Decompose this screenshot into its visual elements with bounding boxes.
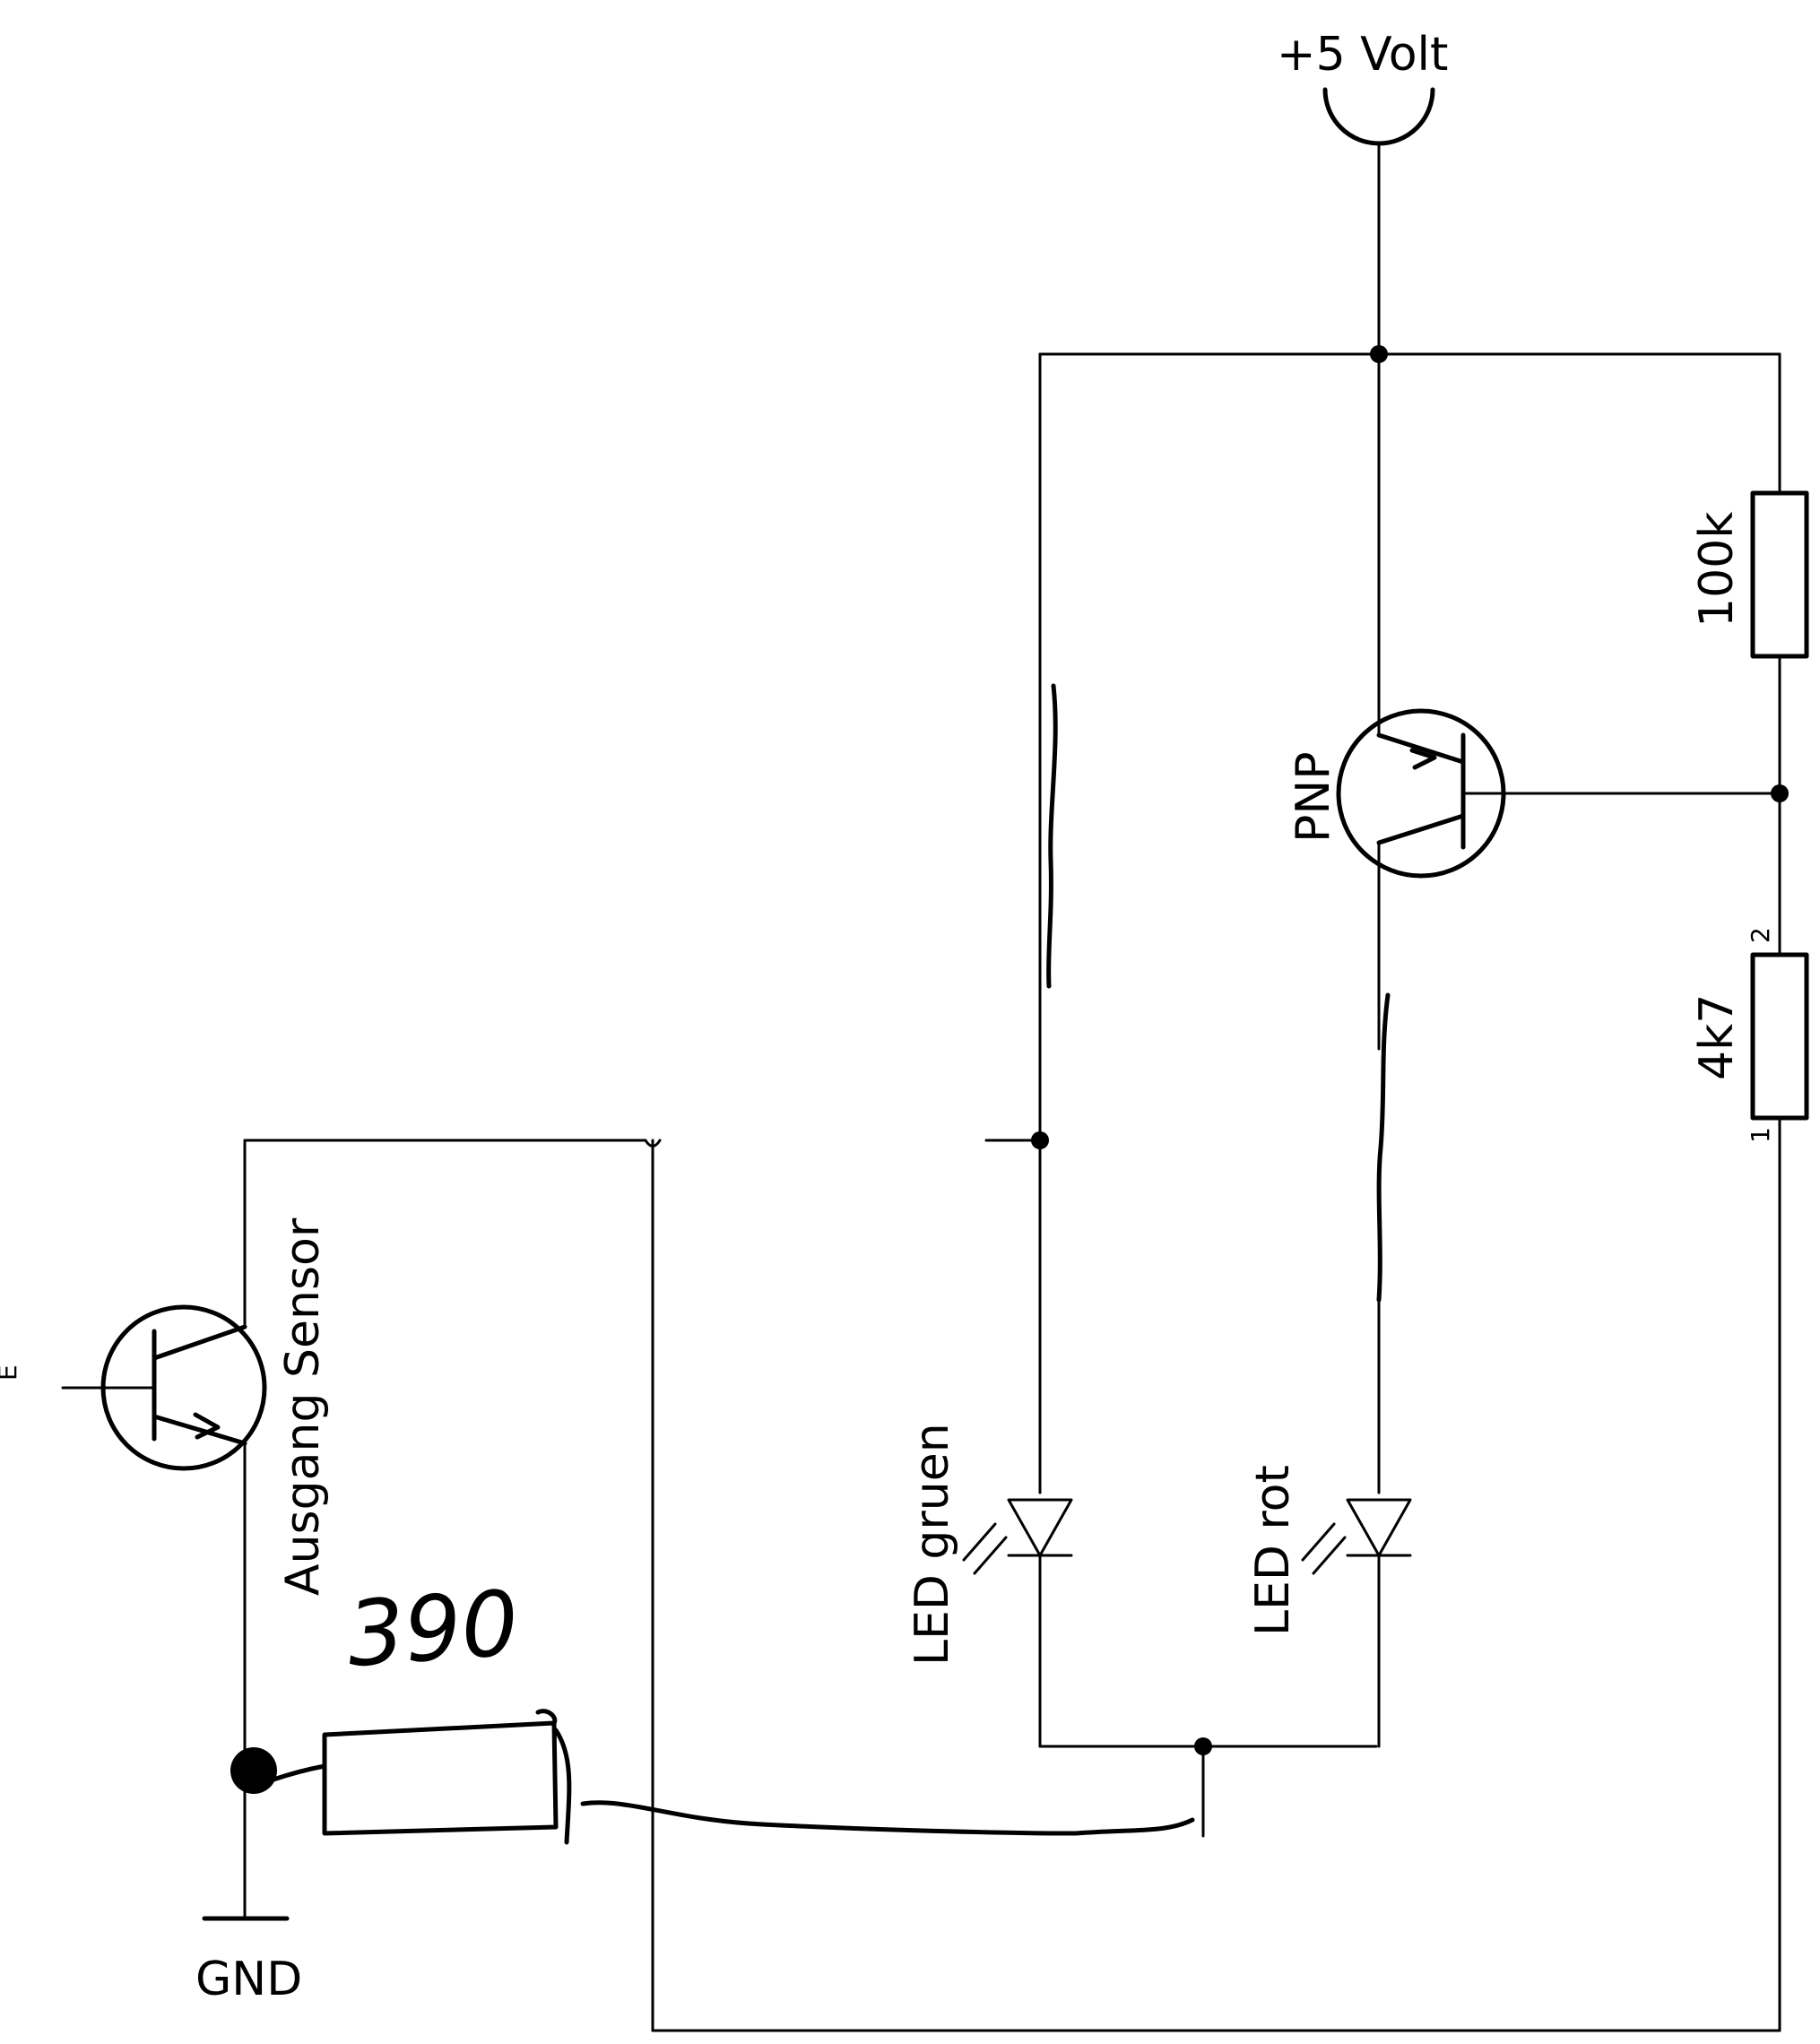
pin-2-label: 2 — [1746, 927, 1775, 943]
led-green: LED gruen — [906, 1423, 1073, 1666]
wire-crossover — [644, 1139, 662, 1148]
resistor-4k7: 4k7 2 1 — [1690, 927, 1809, 1143]
pin-1-label: 1 — [1746, 1127, 1775, 1143]
sensor-transistor: E Ausgang Sensor — [0, 1217, 330, 1596]
pnp-transistor: PNP — [1287, 708, 1506, 879]
resistor-390 — [322, 1709, 572, 1845]
junction-hand-node — [230, 1747, 277, 1794]
pnp-label: PNP — [1287, 751, 1340, 843]
supply-symbol: +5 Volt — [1277, 28, 1448, 146]
resistor-100k-label: 100k — [1690, 512, 1744, 628]
sensor-label: Ausgang Sensor — [276, 1217, 330, 1596]
resistor-4k7-label: 4k7 — [1690, 994, 1744, 1080]
wire-hand-390 — [580, 1800, 1195, 1836]
led-red: LED rot — [1246, 1465, 1412, 1636]
led-red-label: LED rot — [1246, 1465, 1300, 1636]
resistor-390-label: 390 — [344, 1571, 523, 1687]
sensor-pin-label: E — [0, 1364, 22, 1381]
led-green-label: LED gruen — [906, 1423, 959, 1666]
hand-mark-right — [1376, 992, 1391, 1303]
resistor-100k: 100k — [1690, 490, 1809, 659]
wire-hand-node — [271, 1763, 327, 1782]
hand-mark-left — [1046, 683, 1058, 989]
supply-label: +5 Volt — [1277, 28, 1448, 82]
ground-label: GND — [195, 1953, 302, 2006]
